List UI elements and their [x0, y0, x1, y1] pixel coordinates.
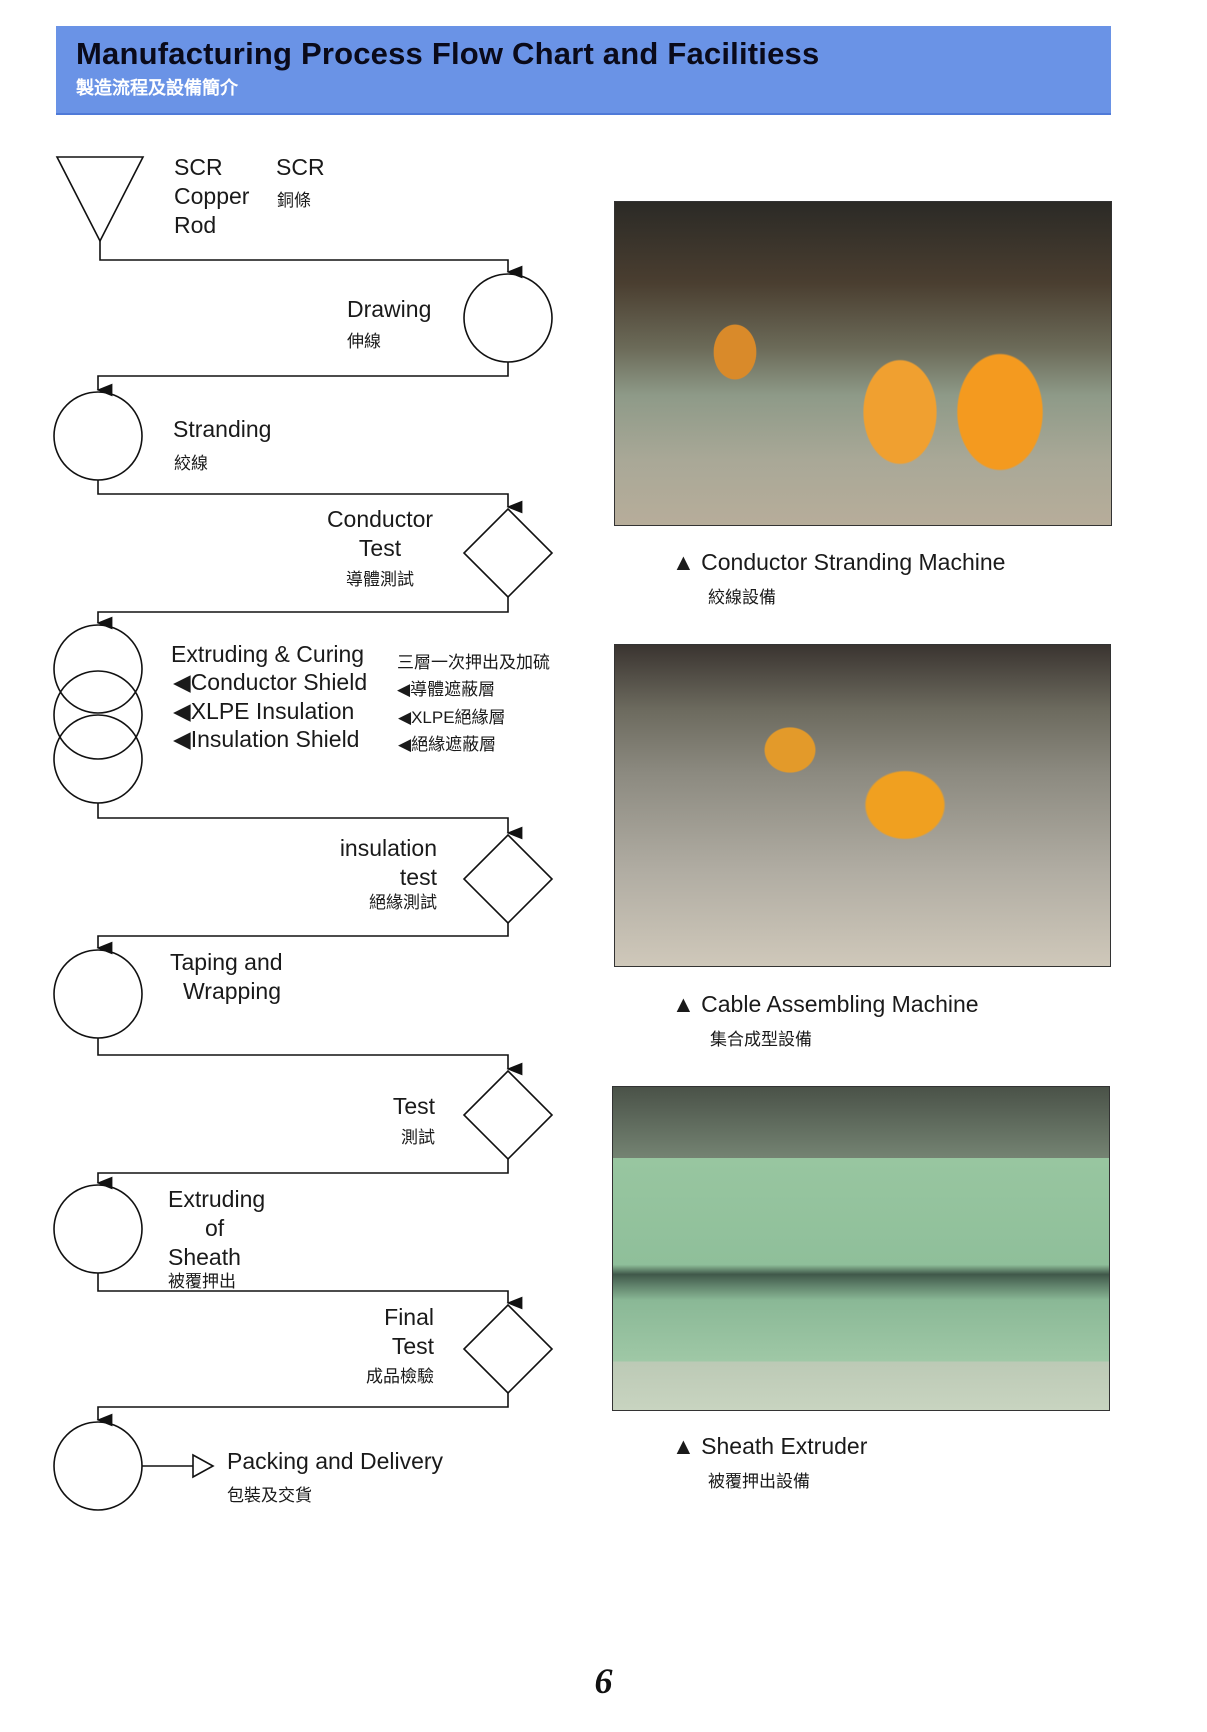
taping-label: Taping and Wrapping	[170, 948, 283, 1006]
conductor-stranding-machine-photo	[614, 201, 1112, 526]
extruding-item-insulation-shield-zh: ◀絕緣遮蔽層	[398, 735, 497, 754]
stranding-label-zh: 絞線	[174, 454, 208, 473]
extruding-circle-1	[53, 624, 143, 714]
page-subtitle: 製造流程及設備簡介	[76, 78, 238, 98]
insulation-test-line2: test	[399, 864, 437, 890]
sheath-circle	[53, 1184, 143, 1274]
conductor-test-line1: Conductor	[326, 506, 434, 532]
scr-label-line1: SCR	[174, 154, 223, 180]
scr-label: SCR Copper Rod	[174, 153, 249, 240]
drawing-label-zh: 伸線	[347, 332, 381, 351]
extruding-label-zh: 三層一次押出及加硫	[397, 653, 550, 672]
drawing-label: Drawing	[347, 296, 432, 322]
sheath-line2: of	[205, 1215, 225, 1241]
extruding-circle-2	[53, 670, 143, 760]
extruding-item-conductor-shield: ◀Conductor Shield	[173, 669, 368, 695]
extruding-item-insulation-shield: ◀Insulation Shield	[173, 726, 360, 752]
sheath-label: Extruding of Sheath	[168, 1185, 265, 1272]
conductor-test-label-zh: 導體測試	[346, 570, 414, 589]
final-test-line1: Final	[384, 1304, 434, 1330]
packing-circle	[53, 1421, 143, 1511]
conductor-test-diamond	[462, 507, 554, 599]
final-test-diamond	[462, 1303, 554, 1395]
sheath-label-zh: 被覆押出	[168, 1272, 236, 1291]
taping-line1: Taping and	[170, 949, 283, 975]
taping-circle	[53, 949, 143, 1039]
cable-assembling-machine-photo	[614, 644, 1111, 967]
insulation-test-line1: insulation	[339, 835, 437, 861]
copper-rod-triangle	[55, 156, 145, 243]
conductor-test-line2: Test	[358, 535, 402, 561]
scr-label-line3: Rod	[174, 212, 217, 238]
extruding-item-xlpe: ◀XLPE Insulation	[173, 698, 355, 724]
drawing-circle	[463, 273, 553, 363]
packing-label: Packing and Delivery	[227, 1448, 444, 1474]
delivery-arrow-icon	[192, 1453, 215, 1479]
scr-label-zh1: SCR	[276, 154, 325, 180]
process-flow-chart	[53, 156, 554, 1511]
insulation-test-label: insulation test	[280, 834, 437, 892]
photo-caption-3: ▲ Sheath Extruder	[672, 1433, 868, 1459]
sheath-extruder-photo	[612, 1086, 1110, 1411]
conductor-test-label: Conductor Test	[300, 505, 460, 563]
extruding-item-xlpe-zh: ◀XLPE絕緣層	[398, 708, 506, 727]
extruding-item-conductor-shield-zh: ◀導體遮蔽層	[397, 680, 496, 699]
stranding-circle	[53, 391, 143, 481]
taping-line2: Wrapping	[183, 978, 282, 1004]
page-header-banner: Manufacturing Process Flow Chart and Fac…	[56, 26, 1111, 115]
photo-caption-2: ▲ Cable Assembling Machine	[672, 991, 979, 1017]
insulation-test-label-zh: 絕緣測試	[369, 893, 437, 912]
stranding-label: Stranding	[173, 416, 272, 442]
scr-label-zh2: 銅條	[277, 191, 311, 210]
sheath-line1: Extruding	[168, 1186, 266, 1212]
page-title: Manufacturing Process Flow Chart and Fac…	[76, 36, 820, 71]
insulation-test-diamond	[462, 833, 554, 925]
sheath-line3: Sheath	[168, 1244, 241, 1270]
final-test-label: Final Test	[300, 1303, 434, 1361]
test-label-zh: 測試	[401, 1128, 435, 1147]
packing-label-zh: 包裝及交貨	[227, 1486, 312, 1505]
final-test-line2: Test	[391, 1333, 434, 1359]
final-test-label-zh: 成品檢驗	[366, 1367, 434, 1386]
photo-caption-1: ▲ Conductor Stranding Machine	[672, 549, 1006, 575]
page-number: 6	[594, 1661, 613, 1701]
photo-caption-3-zh: 被覆押出設備	[708, 1472, 810, 1491]
scr-label-line2: Copper	[174, 183, 250, 209]
test-diamond	[462, 1069, 554, 1161]
test-label: Test	[392, 1093, 435, 1119]
extruding-label: Extruding & Curing	[171, 641, 365, 667]
photo-caption-1-zh: 絞線設備	[708, 588, 776, 607]
photo-caption-2-zh: 集合成型設備	[710, 1030, 812, 1049]
